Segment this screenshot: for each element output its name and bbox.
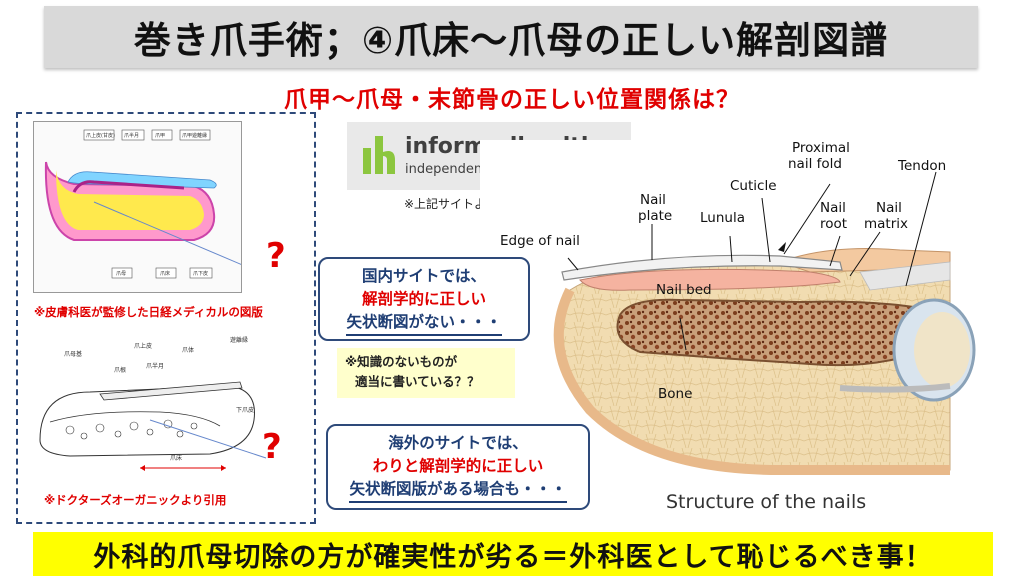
- subtitle: 爪甲〜爪母・末節骨の正しい位置関係は？: [284, 87, 740, 113]
- label-cuticle: Cuticle: [730, 178, 777, 194]
- callout-domestic-line1: 国内サイトでは、: [361, 267, 486, 285]
- fig2-label: 下爪皮: [236, 406, 254, 414]
- callout-overseas-line3: 矢状断図版がある場合も・・・: [349, 478, 567, 503]
- fig2-label: 爪上皮: [134, 342, 152, 350]
- label-bone: Bone: [658, 386, 693, 402]
- label-nail-matrix-2: matrix: [864, 216, 909, 232]
- ih-logo-icon: [363, 136, 395, 174]
- label-nail-plate: Nail: [640, 192, 666, 208]
- nikkei-nail-figure: 爪上皮(甘皮) 爪半月 爪甲 爪甲遊離縁 爪母 爪床 爪下皮: [33, 121, 260, 293]
- doctors-organic-sketch: 爪母基 爪上皮 爪根 爪半月 爪体 遊離縁 下爪皮 爪床: [39, 336, 267, 471]
- fig1-label: 爪上皮(甘皮): [86, 132, 115, 139]
- label-nail-plate-2: plate: [638, 208, 673, 224]
- callout-overseas: 海外のサイトでは、 わりと解剖学的に正しい 矢状断図版がある場合も・・・: [326, 424, 590, 510]
- fig1-label: 爪床: [160, 270, 170, 277]
- left-reference-panel: [16, 112, 316, 524]
- fig2-label: 爪根: [114, 366, 126, 374]
- note-line1: ※知識のないものが: [345, 354, 458, 369]
- label-tendon: Tendon: [898, 158, 947, 174]
- label-proximal: Proximal: [792, 140, 850, 156]
- question-mark-1: ?: [266, 236, 286, 276]
- fig1-label: 爪母: [116, 271, 126, 277]
- fig1-label: 爪甲: [155, 133, 165, 139]
- fig1-label: 爪半月: [124, 132, 139, 139]
- label-nail-root-2: root: [820, 216, 848, 232]
- fig1-label: 爪下皮: [193, 270, 208, 277]
- note-line2: 適当に書いている？？: [355, 374, 480, 389]
- fig2-caption: ※ドクターズオーガニックより引用: [44, 493, 227, 507]
- question-mark-2: ?: [262, 427, 282, 467]
- label-nail-matrix: Nail: [876, 200, 902, 216]
- label-lunula: Lunula: [700, 210, 745, 226]
- knowledge-note: ※知識のないものが 適当に書いている？？: [337, 348, 515, 398]
- label-nail-root: Nail: [820, 200, 846, 216]
- callout-overseas-line2: わりと解剖学的に正しい: [372, 457, 544, 475]
- label-nail-fold: nail fold: [788, 156, 842, 172]
- fig2-label: 爪体: [182, 346, 194, 354]
- fig2-label: 爪半月: [146, 362, 164, 370]
- fig1-label: 爪甲遊離縁: [182, 132, 207, 139]
- page-title: 巻き爪手術；④爪床〜爪母の正しい解剖図譜: [133, 19, 889, 62]
- callout-overseas-line1: 海外のサイトでは、: [388, 434, 528, 452]
- label-edge-of-nail: Edge of nail: [500, 233, 580, 249]
- fig2-label: 爪床: [170, 454, 182, 462]
- fig2-label: 遊離縁: [230, 336, 248, 344]
- fig2-label: 爪母基: [64, 350, 82, 358]
- title-bar: 巻き爪手術；④爪床〜爪母の正しい解剖図譜: [44, 6, 978, 68]
- doctors-organic-figure: 爪母基 爪上皮 爪根 爪半月 爪体 遊離縁 下爪皮 爪床: [30, 330, 270, 475]
- callout-domestic: 国内サイトでは、 解剖学的に正しい 矢状断図がない・・・: [318, 257, 530, 341]
- nikkei-nail-illustration: 爪上皮(甘皮) 爪半月 爪甲 爪甲遊離縁 爪母 爪床 爪下皮: [44, 129, 260, 279]
- conclusion-banner: 外科的爪母切除の方が確実性が劣る＝外科医として恥じるべき事！: [33, 532, 993, 576]
- diagram-caption: Structure of the nails: [666, 491, 867, 513]
- fig1-caption: ※皮膚科医が監修した日経メディカルの図版: [34, 305, 263, 319]
- callout-domestic-line2: 解剖学的に正しい: [361, 290, 486, 308]
- callout-domestic-line3: 矢状断図がない・・・: [346, 311, 502, 336]
- conclusion-text: 外科的爪母切除の方が確実性が劣る＝外科医として恥じるべき事！: [93, 541, 933, 573]
- label-nail-bed: Nail bed: [656, 282, 712, 298]
